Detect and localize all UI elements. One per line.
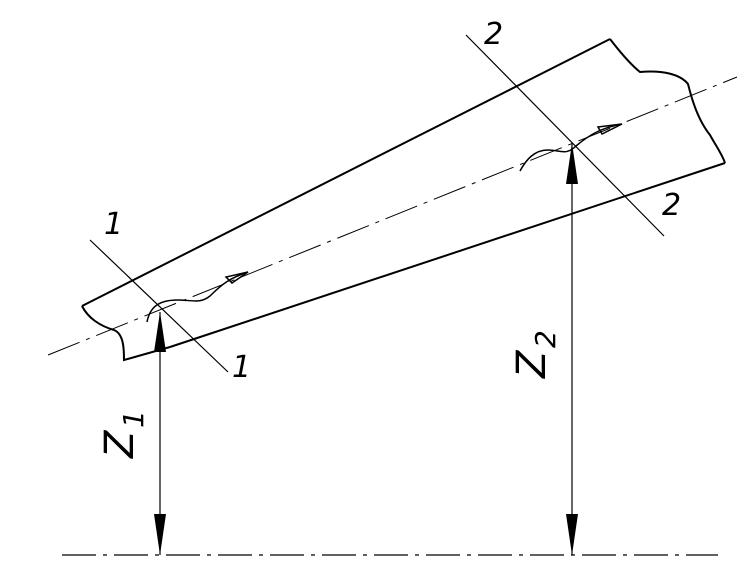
arrowhead-z1-bottom bbox=[154, 514, 166, 555]
arrowhead-z2-bottom bbox=[566, 514, 578, 555]
z1-symbol: Z bbox=[97, 429, 143, 459]
pipe-bottom-edge bbox=[169, 162, 726, 348]
section-1-line bbox=[89, 239, 229, 373]
streamline-1 bbox=[146, 271, 249, 323]
z1-subscript: 1 bbox=[117, 410, 150, 428]
flow-arrow-1 bbox=[146, 271, 249, 323]
z2-symbol: Z bbox=[509, 349, 555, 379]
pipe-left-break bbox=[81, 305, 171, 362]
z2-subscript: 2 bbox=[529, 330, 562, 348]
pipe-axis-line bbox=[47, 76, 738, 356]
arrowhead-z2-top bbox=[566, 143, 578, 184]
arrowhead-z1-top bbox=[154, 312, 166, 352]
section-2-line bbox=[465, 34, 665, 237]
z2-label: Z 2 bbox=[509, 330, 562, 379]
pipe-top-edge bbox=[81, 38, 611, 307]
section-1-label-bottom: 1 bbox=[232, 350, 251, 385]
z1-label: Z 1 bbox=[97, 410, 150, 459]
section-2-label-bottom: 2 bbox=[662, 188, 681, 223]
section-1-label-top: 1 bbox=[104, 207, 123, 242]
section-2-label-top: 2 bbox=[484, 17, 503, 52]
flow-arrowhead-2 bbox=[596, 123, 623, 135]
flow-arrow-2 bbox=[519, 123, 623, 172]
pipe-right-break bbox=[609, 38, 726, 164]
flow-arrowhead-1 bbox=[224, 271, 249, 284]
height-dimension-1 bbox=[154, 312, 166, 555]
pipe-body bbox=[81, 38, 726, 362]
streamline-2 bbox=[519, 123, 623, 172]
height-dimension-2 bbox=[566, 143, 578, 555]
